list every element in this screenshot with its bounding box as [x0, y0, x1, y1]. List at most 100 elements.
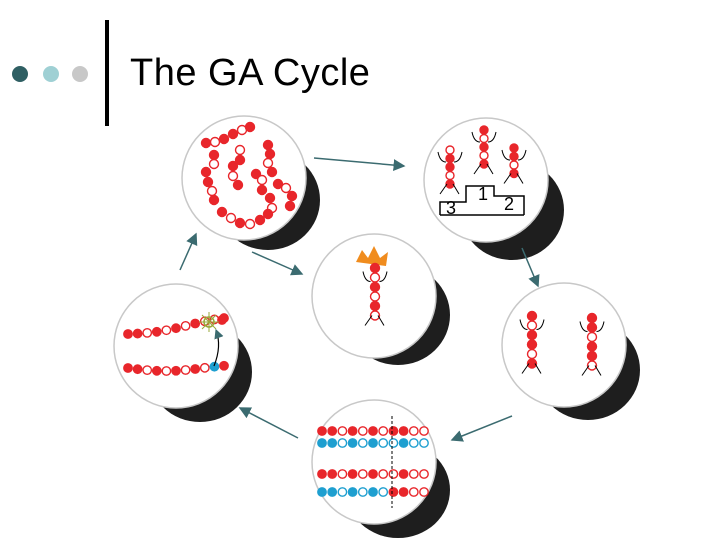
population-chromosomes	[200, 121, 298, 230]
gene-bead	[586, 331, 598, 343]
gene-bead	[317, 426, 327, 436]
stage-selection: 1 2 3	[423, 117, 564, 260]
gene-bead	[586, 312, 598, 324]
gene-bead	[244, 218, 256, 230]
gene-bead	[123, 363, 133, 373]
mutation-arrow	[213, 328, 224, 367]
arrow-population-to-best	[251, 251, 304, 276]
gene-bead	[190, 364, 201, 374]
gene-bead	[586, 322, 598, 333]
gene-bead	[218, 133, 230, 145]
gene-bead	[408, 469, 419, 479]
gene-bead	[161, 366, 172, 376]
gene-bead	[445, 145, 455, 155]
gene-bead	[445, 170, 455, 181]
gene-bead	[337, 487, 348, 497]
gene-bead	[190, 318, 201, 329]
figure-limbs	[471, 131, 497, 175]
gene-bead	[264, 192, 276, 204]
gene-bead	[209, 136, 221, 148]
gene-bead	[234, 154, 246, 166]
gene-bead	[368, 438, 378, 448]
gene-bead	[347, 438, 358, 448]
gene-bead	[209, 361, 220, 372]
gene-bead	[208, 149, 220, 161]
gene-bead	[327, 438, 338, 448]
gene-bead	[202, 176, 214, 188]
gene-bead	[123, 329, 133, 339]
gene-bead	[445, 162, 455, 172]
gene-bead	[317, 487, 327, 497]
gene-bead	[284, 200, 296, 212]
gene-bead	[526, 358, 538, 369]
gene-bead	[398, 438, 409, 448]
gene-bead	[479, 125, 489, 135]
gene-bead	[227, 170, 239, 182]
gene-bead	[217, 315, 227, 325]
gene-bead	[208, 158, 220, 170]
gene-bead	[408, 487, 419, 497]
gene-bead	[479, 150, 489, 161]
gene-bead	[234, 217, 246, 229]
gene-bead	[200, 166, 212, 178]
mutation-star-icon	[199, 312, 219, 332]
gene-bead	[219, 360, 229, 371]
gene-bead	[286, 190, 298, 202]
gene-bead	[151, 326, 162, 337]
gene-bead	[347, 469, 358, 479]
gene-bead	[378, 487, 389, 497]
gene-bead	[419, 438, 429, 448]
podium	[439, 185, 525, 216]
title-divider	[105, 20, 109, 126]
arrow-mutation-to-population	[179, 232, 198, 271]
gene-bead	[479, 159, 489, 169]
gene-bead	[262, 157, 274, 169]
gene-bead	[227, 128, 239, 140]
gene-bead	[526, 329, 538, 341]
gene-bead	[479, 142, 489, 152]
gene-bead	[171, 365, 181, 376]
best-figure	[362, 262, 388, 326]
gene-bead	[445, 179, 455, 189]
gene-bead	[378, 438, 389, 448]
gene-bead	[509, 143, 519, 153]
gene-bead	[142, 327, 153, 338]
gene-bead	[388, 469, 399, 479]
gene-bead	[200, 137, 212, 149]
gene-bead	[398, 469, 409, 479]
gene-bead	[227, 160, 239, 172]
gene-bead	[208, 194, 220, 206]
figure-limbs	[519, 319, 545, 374]
podium-third-place: 3	[446, 198, 456, 218]
gene-bead	[272, 178, 284, 190]
gene-bead	[388, 487, 399, 497]
gene-bead	[408, 426, 419, 436]
gene-bead	[199, 362, 210, 373]
gene-bead	[368, 487, 378, 497]
gene-bead	[398, 426, 409, 436]
gene-bead	[132, 364, 143, 375]
figure-limbs	[579, 321, 605, 376]
gene-bead	[369, 310, 381, 321]
crown-icon	[356, 246, 388, 266]
stage-best-individual	[311, 233, 450, 365]
stage-population	[181, 115, 320, 250]
gene-bead	[337, 469, 348, 479]
gene-bead	[256, 184, 268, 196]
arrow-population-to-selection	[313, 157, 406, 172]
gene-bead	[586, 350, 598, 362]
gene-bead	[378, 426, 389, 436]
podium-first-place: 1	[478, 184, 488, 204]
gene-bead	[586, 341, 598, 352]
gene-bead	[132, 328, 143, 339]
gene-bead	[337, 426, 348, 436]
bullet-dot-3	[72, 66, 88, 82]
gene-bead	[250, 168, 262, 180]
gene-bead	[327, 426, 338, 436]
gene-bead	[357, 469, 368, 479]
gene-bead	[254, 214, 266, 226]
gene-bead	[327, 469, 338, 479]
gene-bead	[180, 320, 191, 331]
gene-bead	[586, 360, 598, 371]
